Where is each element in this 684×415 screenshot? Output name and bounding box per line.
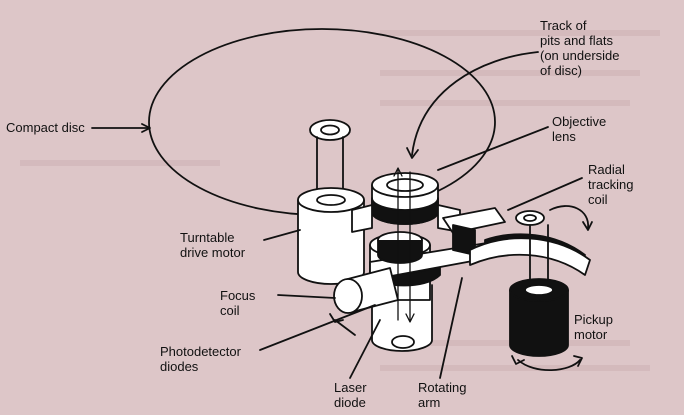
objective-lens — [371, 172, 439, 198]
leader-objective-lens — [437, 126, 549, 171]
label-focus-coil: Focus coil — [220, 288, 256, 318]
leader-track — [411, 51, 539, 156]
label-photodetector: Photodetector diodes — [160, 344, 241, 374]
spindle-top — [309, 119, 351, 141]
leader-photodetector — [259, 304, 376, 351]
label-turntable-motor: Turntable drive motor — [180, 230, 246, 260]
label-laser-diode: Laser diode — [334, 380, 367, 410]
show-through-text — [20, 30, 660, 371]
laser-diode-aperture — [391, 335, 415, 349]
leader-radial-coil — [507, 177, 583, 211]
leader-turntable — [263, 229, 301, 241]
label-radial-tracking-coil: Radial tracking coil — [588, 162, 634, 207]
label-compact-disc: Compact disc — [6, 120, 85, 135]
leader-focus — [277, 294, 336, 299]
label-track: Track of pits and flats (on underside of… — [540, 18, 620, 78]
label-rotating-arm: Rotating arm — [418, 380, 467, 410]
leader-rotating-arm — [439, 277, 463, 379]
label-pickup-motor: Pickup motor — [574, 312, 614, 342]
label-objective-lens: Objective lens — [552, 114, 607, 144]
pickup-motor-body — [509, 289, 569, 357]
leader-laser — [349, 319, 381, 379]
